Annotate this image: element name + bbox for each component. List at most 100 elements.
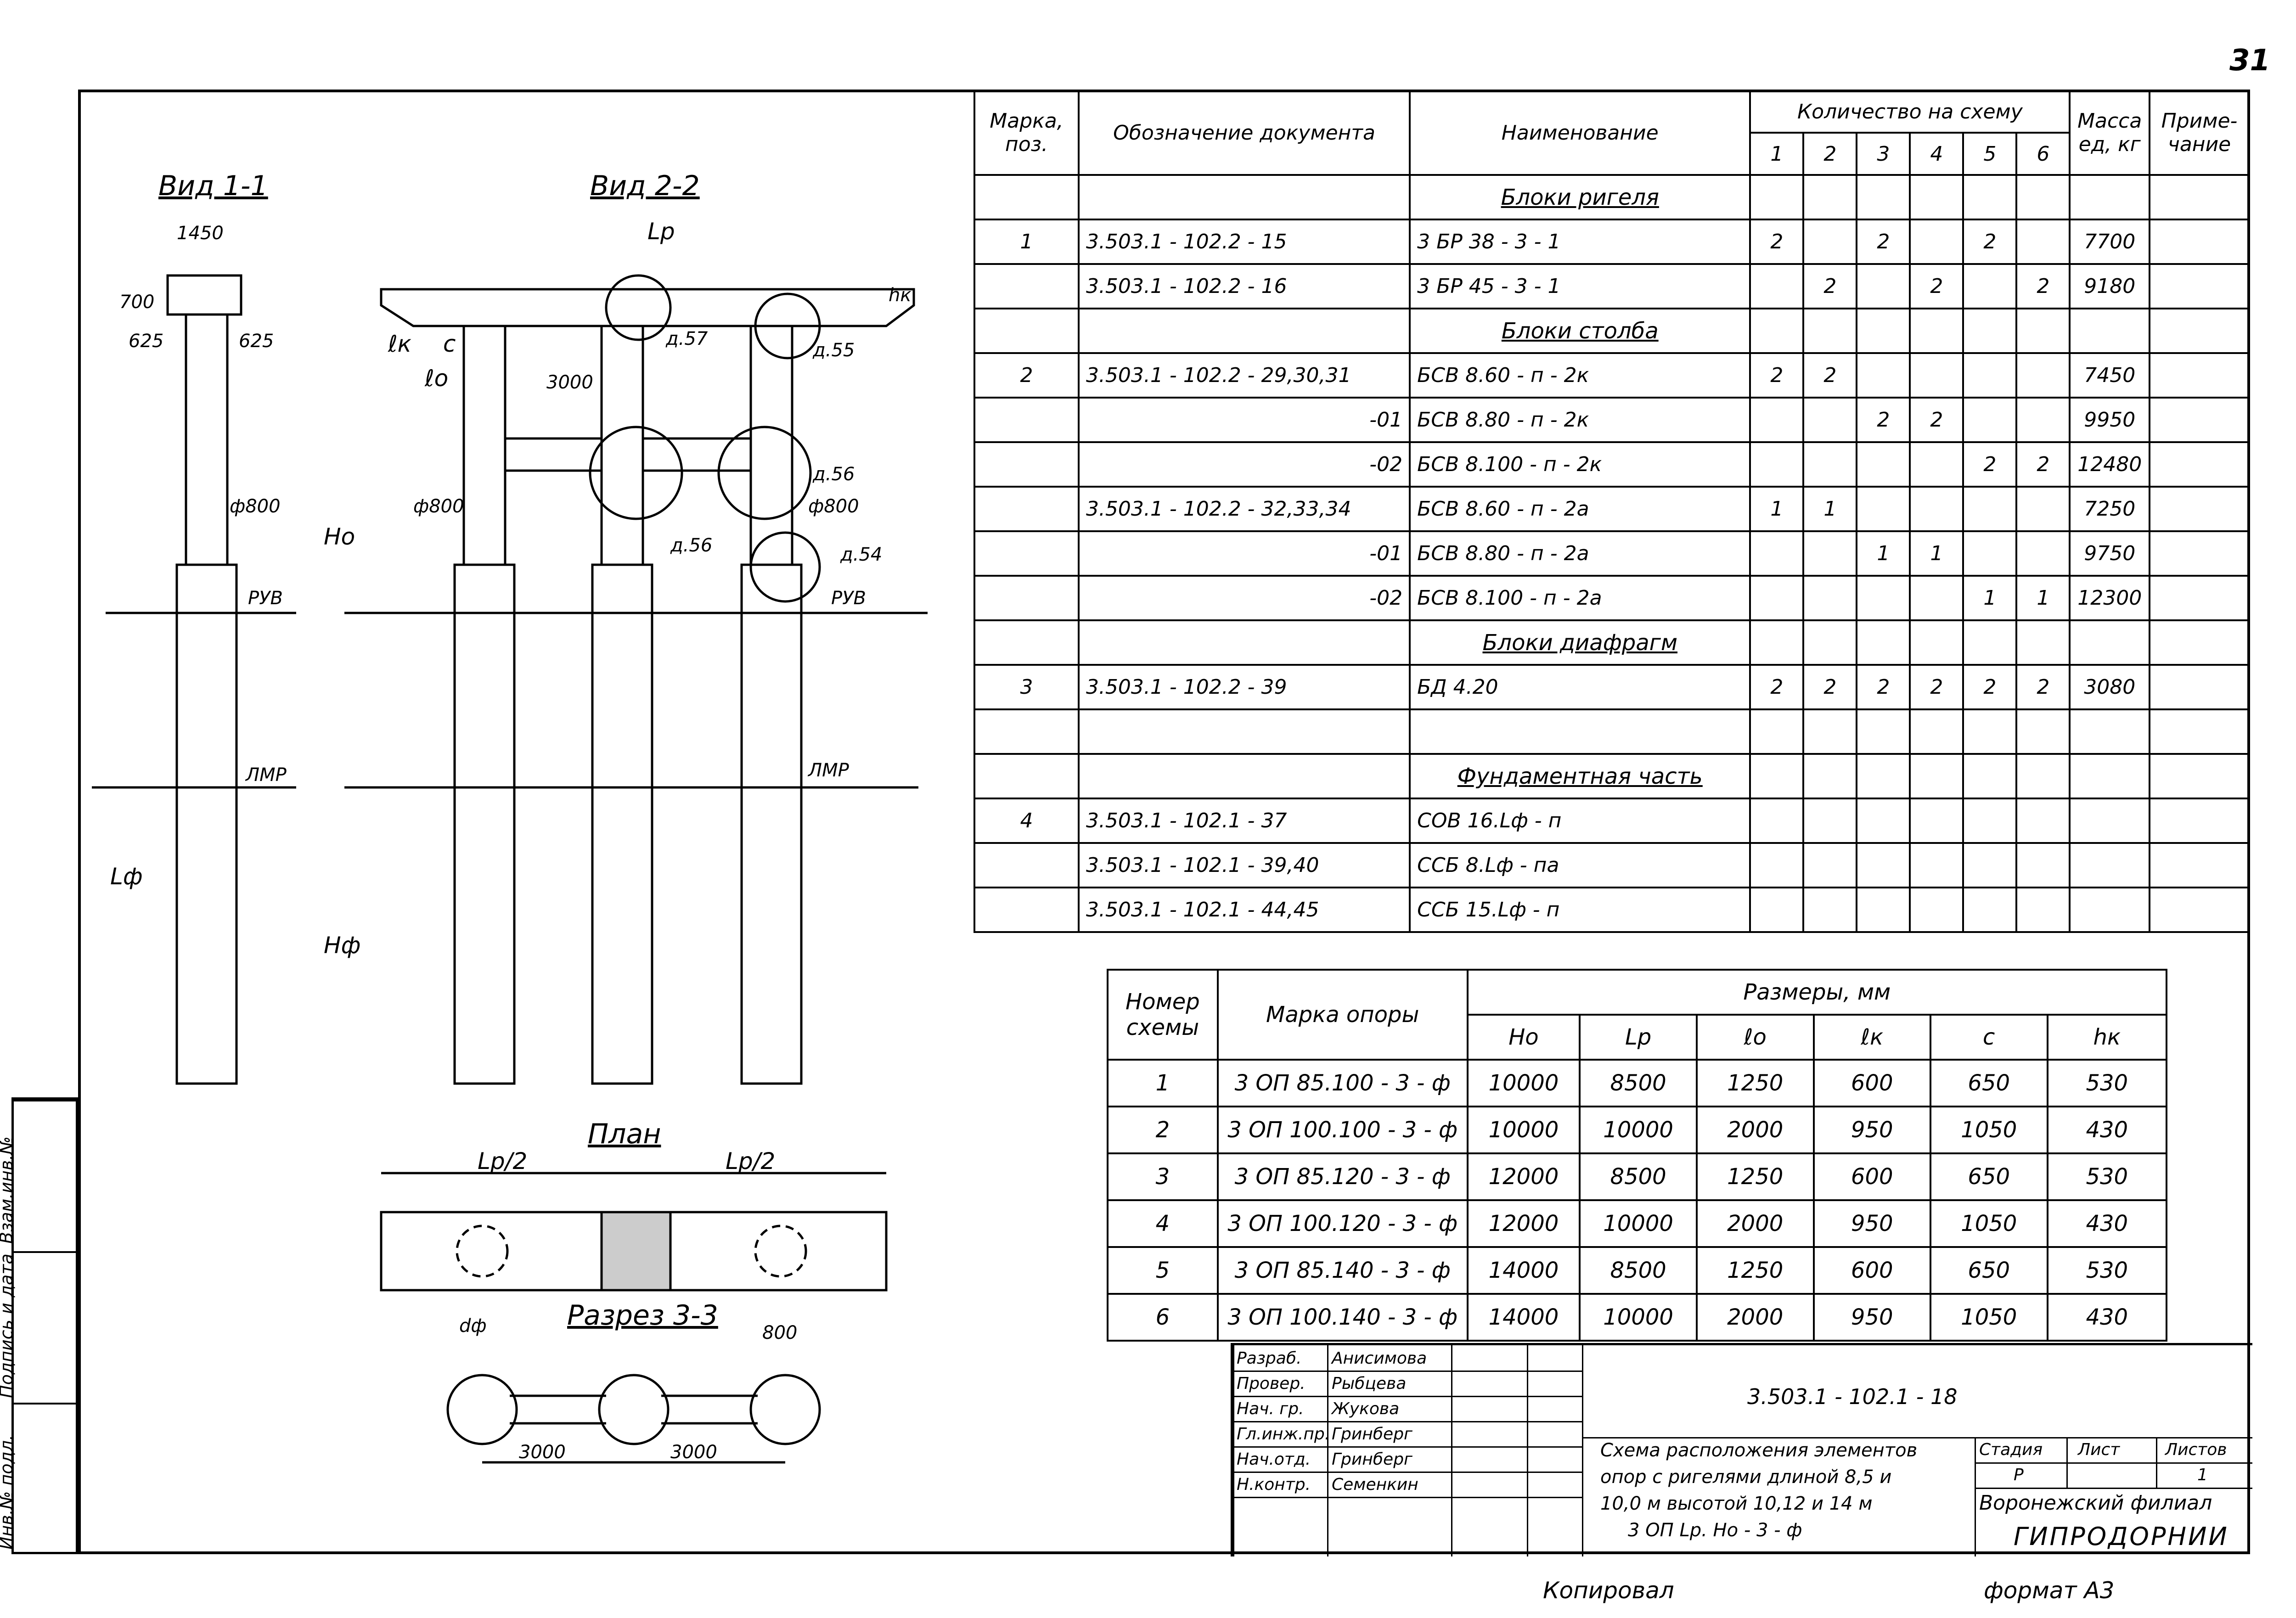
spec-cell: 2 bbox=[2015, 441, 2071, 488]
spec-note-cell bbox=[2149, 530, 2250, 577]
spec-cell: 12480 bbox=[2069, 441, 2151, 488]
v1-column bbox=[185, 313, 229, 566]
hdr-qty-col: 6 bbox=[2015, 132, 2071, 176]
title-line-3: 10,0 м высотой 10,12 и 14 м bbox=[1600, 1493, 1873, 1514]
spec-cell bbox=[2015, 352, 2071, 399]
spec-note-cell bbox=[2149, 486, 2250, 532]
dims-cell: 1250 bbox=[1695, 1246, 1815, 1295]
spec-cell bbox=[1962, 798, 2018, 844]
spec-note-cell bbox=[2149, 174, 2250, 220]
spec-cell bbox=[974, 441, 1080, 488]
hdr-qty-col: 4 bbox=[1909, 132, 1964, 176]
spec-cell: Блоки диафрагм bbox=[1409, 619, 1751, 666]
dims-cell: 12000 bbox=[1466, 1152, 1581, 1201]
spec-cell bbox=[1856, 842, 1911, 888]
lp2-left: Lр/2 bbox=[478, 1148, 528, 1174]
spec-note-cell bbox=[2149, 842, 2250, 888]
signer-role: Провер. bbox=[1237, 1374, 1306, 1393]
dims-cell: 3 bbox=[1107, 1152, 1219, 1201]
dim-700: 700 bbox=[119, 292, 155, 313]
dims-hdr-scheme: Номер схемы bbox=[1107, 969, 1219, 1061]
stage-header: Стадия bbox=[1979, 1440, 2043, 1459]
spec-cell bbox=[2069, 798, 2151, 844]
spec-cell bbox=[2015, 798, 2071, 844]
dim-3000-s2: 3000 bbox=[670, 1442, 717, 1463]
title-line-1: Схема расположения элементов bbox=[1600, 1440, 1918, 1461]
title-line-2: опор с ригелями длиной 8,5 и bbox=[1600, 1466, 1892, 1488]
dims-cell: 430 bbox=[2046, 1106, 2168, 1154]
view-2-title: Вид 2-2 bbox=[590, 170, 700, 202]
dims-hdr-col: с bbox=[1929, 1014, 2048, 1061]
spec-note-cell bbox=[2149, 352, 2250, 399]
spec-cell: БСВ 8.60 - п - 2а bbox=[1409, 486, 1751, 532]
signer-name: Семенкин bbox=[1332, 1475, 1418, 1494]
spec-cell: ССБ 8.Lф - па bbox=[1409, 842, 1751, 888]
lmr-v2: ЛМР bbox=[808, 760, 849, 781]
dims-cell: 650 bbox=[1929, 1059, 2048, 1107]
dims-cell: 10000 bbox=[1466, 1059, 1581, 1107]
hdr-qty-col: 3 bbox=[1856, 132, 1911, 176]
spec-cell bbox=[974, 308, 1080, 354]
spec-cell bbox=[1802, 530, 1858, 577]
dims-hdr-col: ℓк bbox=[1812, 1014, 1931, 1061]
spec-note-cell bbox=[2149, 664, 2250, 710]
dims-cell: 530 bbox=[2046, 1059, 2168, 1107]
spec-cell bbox=[2015, 219, 2071, 265]
spec-cell bbox=[974, 486, 1080, 532]
sheet-header: Лист bbox=[2078, 1440, 2120, 1459]
spec-cell: 1 bbox=[1962, 575, 2018, 621]
spec-cell: 3 БР 38 - 3 - 1 bbox=[1409, 219, 1751, 265]
spec-cell: 2 bbox=[1856, 664, 1911, 710]
signer-role: Нач.отд. bbox=[1237, 1450, 1311, 1469]
stamp-cell-signature: Подпись и дата bbox=[0, 1251, 76, 1405]
stamp-cell-inv: Инв.№ подл. bbox=[0, 1403, 76, 1556]
signer-role: Нач. гр. bbox=[1237, 1399, 1304, 1418]
spec-cell bbox=[1856, 887, 1911, 933]
spec-cell: 2 bbox=[1962, 219, 2018, 265]
spec-cell bbox=[2069, 708, 2151, 755]
spec-cell bbox=[974, 530, 1080, 577]
spec-cell bbox=[1856, 619, 1911, 666]
spec-cell bbox=[1909, 441, 1964, 488]
lf-label: Lф bbox=[110, 863, 143, 890]
spec-row: Блоки ригеля bbox=[974, 174, 2250, 220]
dims-cell: 3 ОП 100.120 - 3 - ф bbox=[1216, 1199, 1469, 1248]
spec-cell bbox=[1909, 486, 1964, 532]
spec-row: Блоки столба bbox=[974, 308, 2250, 354]
spec-cell bbox=[2015, 842, 2071, 888]
specification-table: Марка, поз. Обозначение документа Наимен… bbox=[974, 90, 2250, 933]
spec-cell: БСВ 8.80 - п - 2к bbox=[1409, 397, 1751, 443]
spec-cell: 3.503.1 - 102.2 - 39 bbox=[1077, 664, 1411, 710]
hdr-qty-col: 1 bbox=[1749, 132, 1805, 176]
spec-cell bbox=[1802, 887, 1858, 933]
spec-cell bbox=[1856, 352, 1911, 399]
hdr-qty-col: 2 bbox=[1802, 132, 1858, 176]
spec-cell: 12300 bbox=[2069, 575, 2151, 621]
d55-label: д.55 bbox=[813, 340, 855, 361]
d57-label: д.57 bbox=[666, 328, 708, 349]
lo-label: ℓо bbox=[425, 365, 449, 392]
spec-cell: 9750 bbox=[2069, 530, 2151, 577]
c-label: с bbox=[443, 331, 456, 357]
spec-cell: 2 bbox=[1962, 664, 2018, 710]
dims-cell: 2000 bbox=[1695, 1106, 1815, 1154]
v1-pile bbox=[175, 563, 238, 1085]
spec-cell bbox=[1077, 619, 1411, 666]
spec-cell: -02 bbox=[1077, 441, 1411, 488]
dims-cell: 430 bbox=[2046, 1293, 2168, 1342]
lk-label: ℓк bbox=[388, 331, 411, 357]
spec-cell bbox=[2069, 308, 2151, 354]
phi800-v1: ф800 bbox=[230, 496, 281, 517]
spec-cell bbox=[1077, 708, 1411, 755]
spec-cell: 1 bbox=[1856, 530, 1911, 577]
spec-cell bbox=[974, 753, 1080, 799]
dims-cell: 600 bbox=[1812, 1059, 1931, 1107]
spec-cell: 1 bbox=[1909, 530, 1964, 577]
